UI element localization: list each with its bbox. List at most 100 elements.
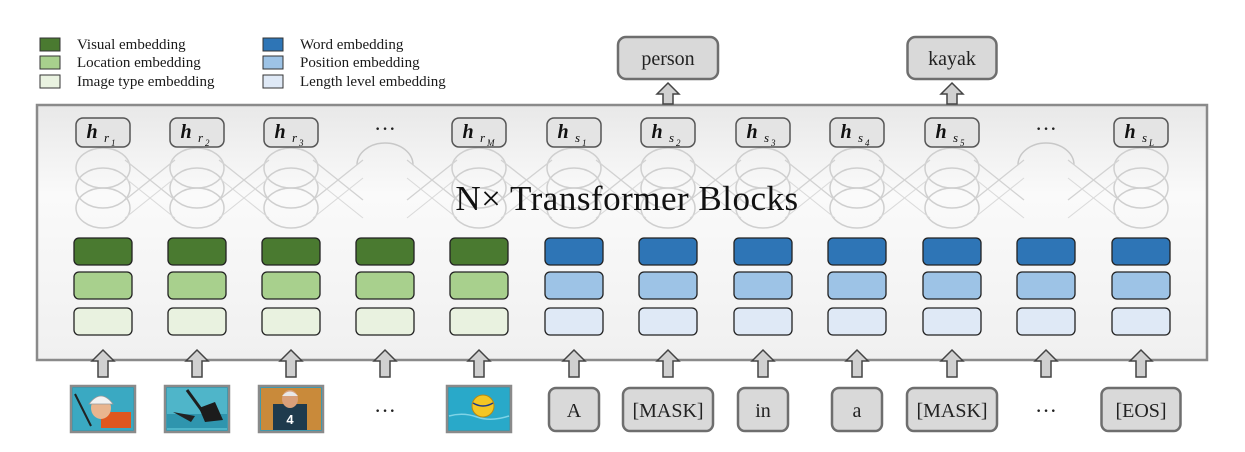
faint-node: [75, 167, 131, 209]
faint-node: [546, 167, 602, 209]
hidden-state-index: L: [1148, 138, 1154, 148]
hidden-state-subscript: s: [1142, 130, 1147, 145]
hidden-state-subscript: r: [198, 130, 204, 145]
input-token-label: [EOS]: [1115, 400, 1166, 422]
input-token-box: [1100, 386, 1182, 433]
hidden-state-subscript: s: [575, 130, 580, 145]
input-arrow: [1128, 348, 1154, 378]
image-type-embedding: [449, 307, 509, 336]
faint-node: [169, 187, 225, 229]
position-embedding: [733, 271, 793, 300]
input-token: in: [736, 386, 790, 433]
faint-node: [735, 187, 791, 229]
input-arrow: [844, 348, 870, 378]
faint-edge: [689, 159, 742, 201]
faint-edge: [312, 159, 364, 201]
hidden-state-index: 1: [582, 138, 587, 148]
length-level-embedding: [733, 307, 793, 336]
legend-swatch: [262, 37, 284, 52]
output-box: [616, 35, 720, 81]
image-type-embedding: [167, 307, 227, 336]
visual-embedding: [167, 237, 227, 266]
input-token-box: [547, 386, 601, 433]
faint-node: [263, 187, 319, 229]
faint-edge: [973, 159, 1025, 201]
legend-swatch: [262, 74, 284, 89]
jersey: [273, 404, 307, 430]
faint-edge: [406, 159, 458, 201]
faint-node: [451, 187, 507, 229]
input-token: [MASK]: [905, 386, 999, 433]
legend-label: Length level embedding: [300, 74, 446, 90]
legend-label: Visual embedding: [77, 37, 186, 53]
input-token-box: [621, 386, 715, 433]
length-level-embedding: [922, 307, 982, 336]
input-image-kayaker-helmet: [69, 384, 137, 434]
hidden-state-index: 2: [205, 138, 210, 148]
hidden-state-box: [735, 117, 791, 148]
faint-edge: [500, 159, 553, 201]
hidden-state-index: 3: [298, 138, 304, 148]
visual-embedding: [449, 237, 509, 266]
faint-edge: [1067, 159, 1120, 201]
hidden-state-box: [546, 117, 602, 148]
faint-node: [640, 187, 696, 229]
output-kayak: kayak: [906, 35, 998, 105]
faint-edge: [124, 177, 176, 219]
hidden-state-ellipsis: ···: [374, 116, 396, 141]
faint-node: [451, 167, 507, 209]
hidden-state-subscript: r: [480, 130, 486, 145]
hidden-state-index: 4: [865, 138, 870, 148]
faint-edge: [784, 177, 836, 219]
faint-edge: [124, 159, 176, 201]
input-image-player-number-4: 4: [257, 384, 325, 434]
input-token-label: in: [755, 400, 771, 422]
visual-embedding: [73, 237, 133, 266]
hidden-state-symbol: h: [746, 121, 757, 143]
input-ellipsis: ···: [374, 398, 396, 423]
hidden-state-box: [924, 117, 980, 148]
faint-node: [169, 167, 225, 209]
input-arrow: [1033, 348, 1059, 378]
image-type-embedding: [261, 307, 321, 336]
water-wave: [448, 413, 510, 420]
faint-arc: [356, 142, 414, 166]
length-level-embedding: [544, 307, 604, 336]
hidden-state-subscript: s: [858, 130, 863, 145]
output-box: [906, 35, 998, 81]
legend-swatch: [39, 55, 61, 70]
hidden-state-symbol: h: [1124, 121, 1135, 143]
word-embedding: [638, 237, 698, 266]
position-embedding: [922, 271, 982, 300]
faint-edge: [878, 177, 931, 219]
faint-edge: [689, 177, 742, 219]
output-arrow: [655, 81, 681, 105]
input-token-label: A: [567, 400, 582, 422]
location-embedding: [261, 271, 321, 300]
hidden-state-box: [263, 117, 319, 148]
transformer-connections: [75, 142, 1169, 229]
location-embedding: [167, 271, 227, 300]
position-embedding: [544, 271, 604, 300]
input-token-box: [830, 386, 884, 433]
faint-node: [829, 167, 885, 209]
input-token-label: [MASK]: [916, 400, 987, 422]
input-arrow: [655, 348, 681, 378]
faint-arc: [1017, 142, 1075, 166]
hidden-state-symbol: h: [935, 121, 946, 143]
paddle-blade: [199, 402, 223, 422]
word-embedding: [827, 237, 887, 266]
input-ellipsis: ···: [1035, 398, 1057, 423]
faint-edge: [595, 177, 647, 219]
hidden-state-index: 1: [111, 138, 116, 148]
position-embedding: [1111, 271, 1171, 300]
input-arrow: [466, 348, 492, 378]
input-arrow: [372, 348, 398, 378]
